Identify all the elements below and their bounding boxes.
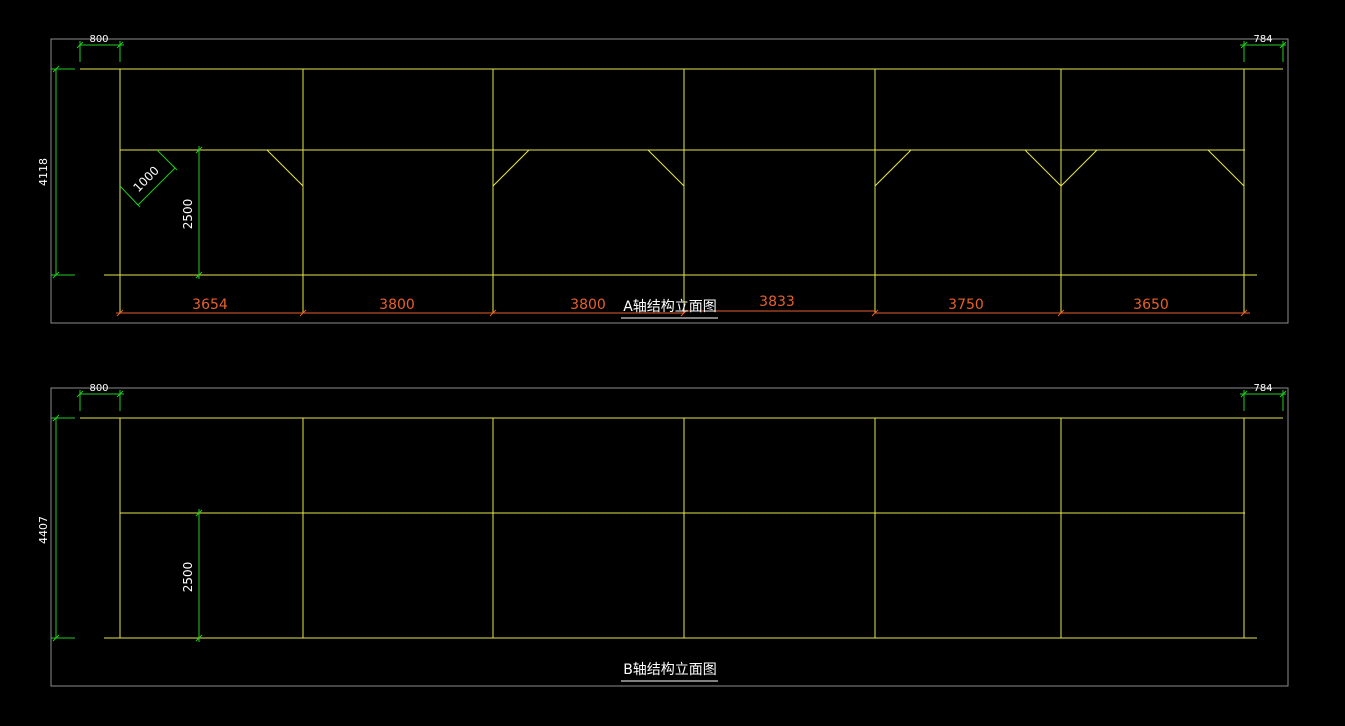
elevation-b: 4407 800 784 2500 B轴结构立面图 [37, 383, 1289, 687]
knee-brace [1207, 149, 1245, 187]
elevation-b-title: B轴结构立面图 [623, 662, 717, 678]
span-label: 3800 [379, 297, 415, 313]
span-label: 3750 [948, 297, 984, 313]
elevation-a-title: A轴结构立面图 [623, 299, 717, 315]
structure-lines-b [80, 417, 1283, 639]
frame-b [50, 387, 1289, 687]
knee-brace [1060, 149, 1098, 187]
red-dims-a [116, 309, 1250, 317]
knee-brace [647, 149, 685, 187]
span-label: 3654 [192, 297, 228, 313]
knee-brace [492, 149, 530, 187]
height-dim-label: 4407 [37, 516, 50, 544]
elevation-a: 4118 800 784 2500 1000 3654 3800 3800 38… [37, 34, 1289, 324]
green-dims-b [51, 390, 1287, 642]
span-label: 3800 [570, 297, 606, 313]
mid-height-label: 2500 [181, 199, 195, 230]
frame-a [50, 38, 1289, 324]
span-label: 3650 [1133, 297, 1169, 313]
mid-height-label: 2500 [181, 562, 195, 593]
knee-brace [266, 149, 304, 187]
brace-length-label: 1000 [130, 163, 161, 194]
green-dims-a [51, 41, 1287, 279]
left-overhang-label: 800 [89, 383, 108, 394]
right-overhang-label: 784 [1253, 383, 1272, 394]
knee-brace [874, 149, 912, 187]
right-overhang-label: 784 [1253, 34, 1272, 45]
span-label: 3833 [759, 294, 795, 310]
left-overhang-label: 800 [89, 34, 108, 45]
structure-lines-a [80, 68, 1283, 313]
height-dim-label: 4118 [37, 158, 50, 186]
knee-brace [1024, 149, 1062, 187]
